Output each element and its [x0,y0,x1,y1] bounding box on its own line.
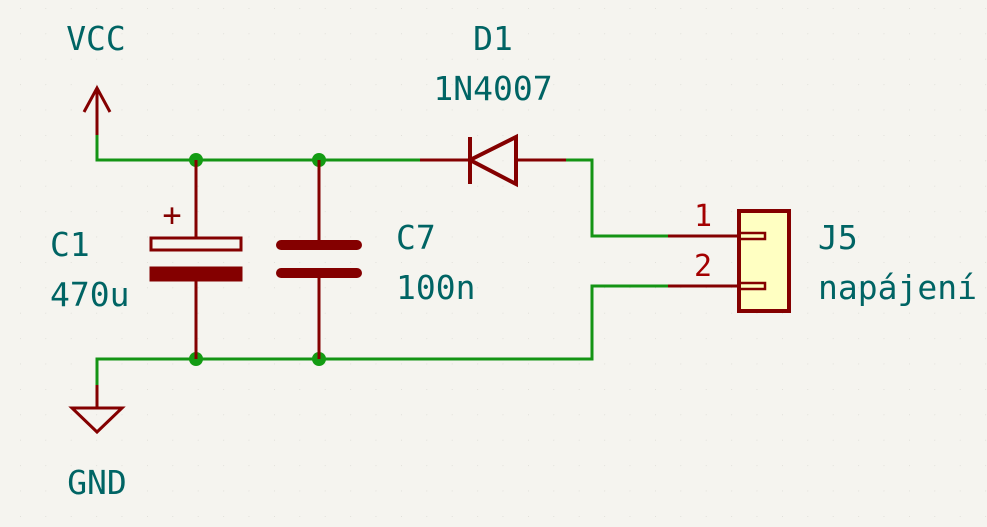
gnd-power-symbol[interactable]: GND [67,385,127,502]
d1-reference: D1 [473,19,513,58]
wire-diode-to-j5-pin1[interactable] [564,158,670,238]
vcc-power-symbol[interactable]: VCC [66,19,126,135]
c7-reference: C7 [396,218,436,257]
c1-polarity-mark: + [162,196,181,234]
wire-gnd-rail[interactable] [95,284,670,408]
connector-j5[interactable]: 1 2 J5 napájení [694,199,977,313]
diode-d1[interactable]: D1 1N4007 [433,19,553,188]
d1-anode-triangle [465,133,518,188]
c1-reference: C1 [50,225,90,264]
j5-reference: J5 [818,218,858,257]
c1-value: 470u [50,275,129,314]
gnd-label: GND [67,463,127,502]
j5-value: napájení [818,268,977,307]
j5-pin1-number: 1 [694,199,712,234]
c7-value: 100n [396,268,475,307]
capacitor-c7[interactable]: C7 100n [276,218,475,307]
j5-pin1-contact [737,231,767,241]
capacitor-c1[interactable]: + C1 470u [50,196,243,314]
d1-value: 1N4007 [433,69,552,108]
vcc-label: VCC [66,19,126,58]
c1-positive-plate [149,236,243,252]
j5-pin2-number: 2 [694,249,712,284]
c1-negative-plate [149,266,243,282]
j5-body [737,209,791,313]
j5-pin2-contact [737,281,767,291]
